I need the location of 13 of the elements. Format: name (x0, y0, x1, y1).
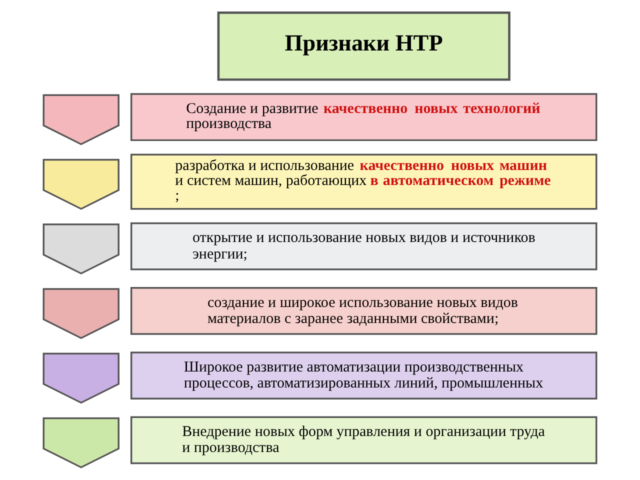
node-box: Внедрение новых форм управления и организации труда и производства (130, 416, 598, 464)
node-chevron (42, 417, 120, 468)
node-chevron (42, 158, 120, 210)
node-box: Признаки НТР (217, 12, 510, 81)
node-chevron (42, 288, 120, 340)
node-box: открытие и использование новых видов и источников энергии; (130, 222, 598, 270)
node-chevron (42, 224, 120, 274)
node-box: Создание и развитие качественно новых технологий производства (130, 93, 598, 142)
node-chevron (42, 352, 120, 404)
node-chevron (42, 94, 120, 146)
node-box: Широкое развитие автоматизации производственных процессов, автоматизированных линий, промышленных (130, 352, 598, 400)
node-box: создание и широкое использование новых видов материалов с заранее заданными свойствами; (130, 287, 598, 335)
node-box: разработка и использование качественно новых машин и систем машин, работающих в автоматическом режиме; (130, 154, 598, 210)
